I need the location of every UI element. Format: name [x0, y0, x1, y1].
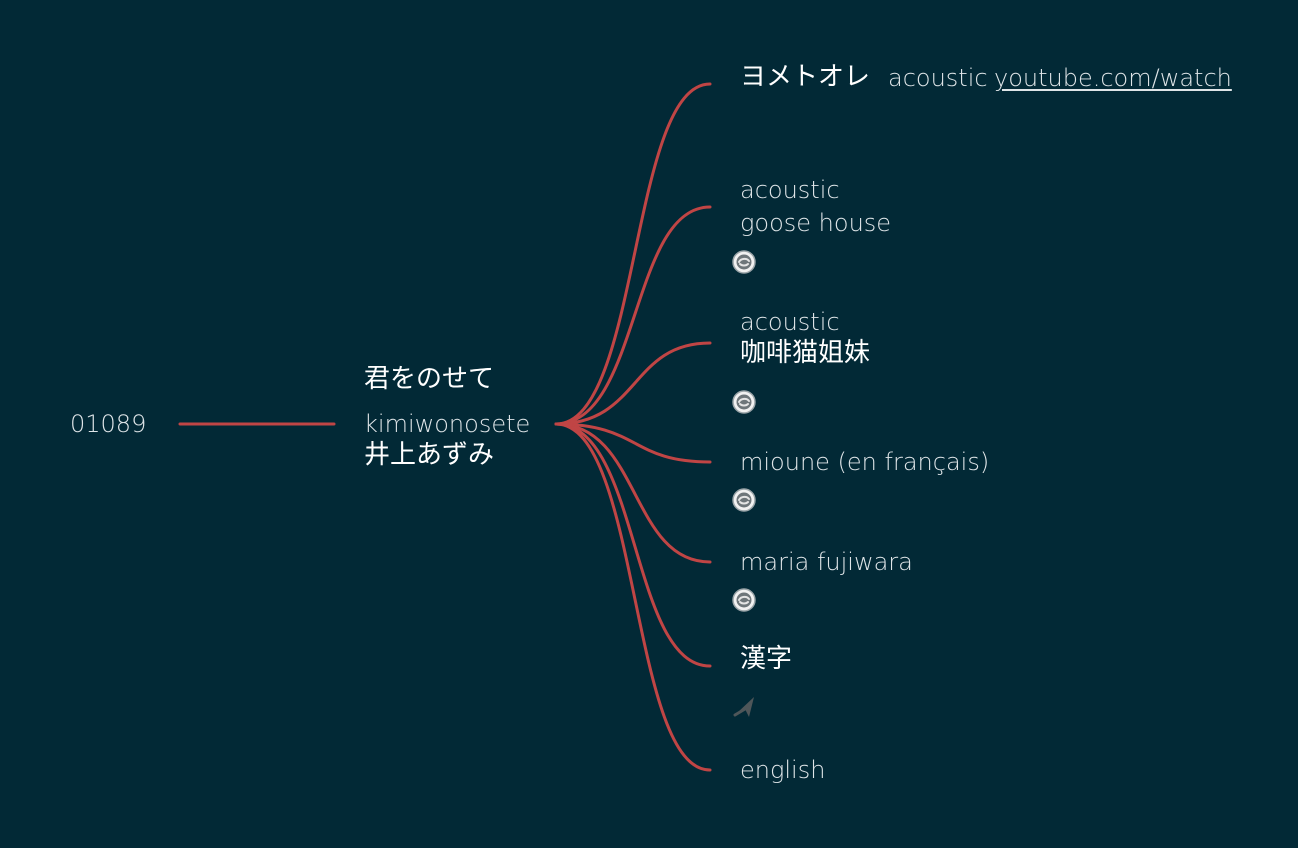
branch-b1-link[interactable]: youtube.com/watch — [994, 64, 1232, 92]
center-node-title: 君をのせて — [364, 364, 495, 394]
branch-b2-artist: goose house — [740, 209, 892, 237]
branch-b1-tag: acoustic — [888, 64, 988, 92]
media-chip-icon[interactable] — [732, 488, 756, 512]
branch-b3-artist: 咖啡猫姐妹 — [740, 338, 871, 368]
branch-b6-label: 漢字 — [740, 644, 793, 674]
branch-connector-b2 — [554, 205, 712, 426]
media-chip-icon[interactable] — [732, 588, 756, 612]
media-chip-icon[interactable] — [732, 390, 756, 414]
branch-connector-b7 — [554, 422, 712, 772]
branch-b3-tag: acoustic — [740, 308, 840, 336]
media-chip-icon[interactable] — [732, 250, 756, 274]
center-node-artist: 井上あずみ — [364, 440, 495, 470]
branch-connector-b5 — [554, 422, 712, 564]
branch-connector-b6 — [554, 422, 712, 668]
center-node-romanized: kimiwonosete — [364, 410, 531, 438]
branch-connector-b1 — [554, 82, 712, 426]
branch-connector-b3 — [554, 341, 712, 426]
branch-b2-tag: acoustic — [740, 176, 840, 204]
branch-b7-label: english — [740, 756, 826, 784]
branch-connector-b4 — [554, 422, 712, 464]
branch-b5-label: maria fujiwara — [740, 548, 913, 576]
branch-b1-title: ヨメトオレ — [740, 62, 871, 92]
branch-b4-label: mioune (en français) — [740, 448, 990, 476]
root-node-id: 01089 — [70, 410, 147, 438]
arrow-icon[interactable] — [732, 695, 756, 719]
